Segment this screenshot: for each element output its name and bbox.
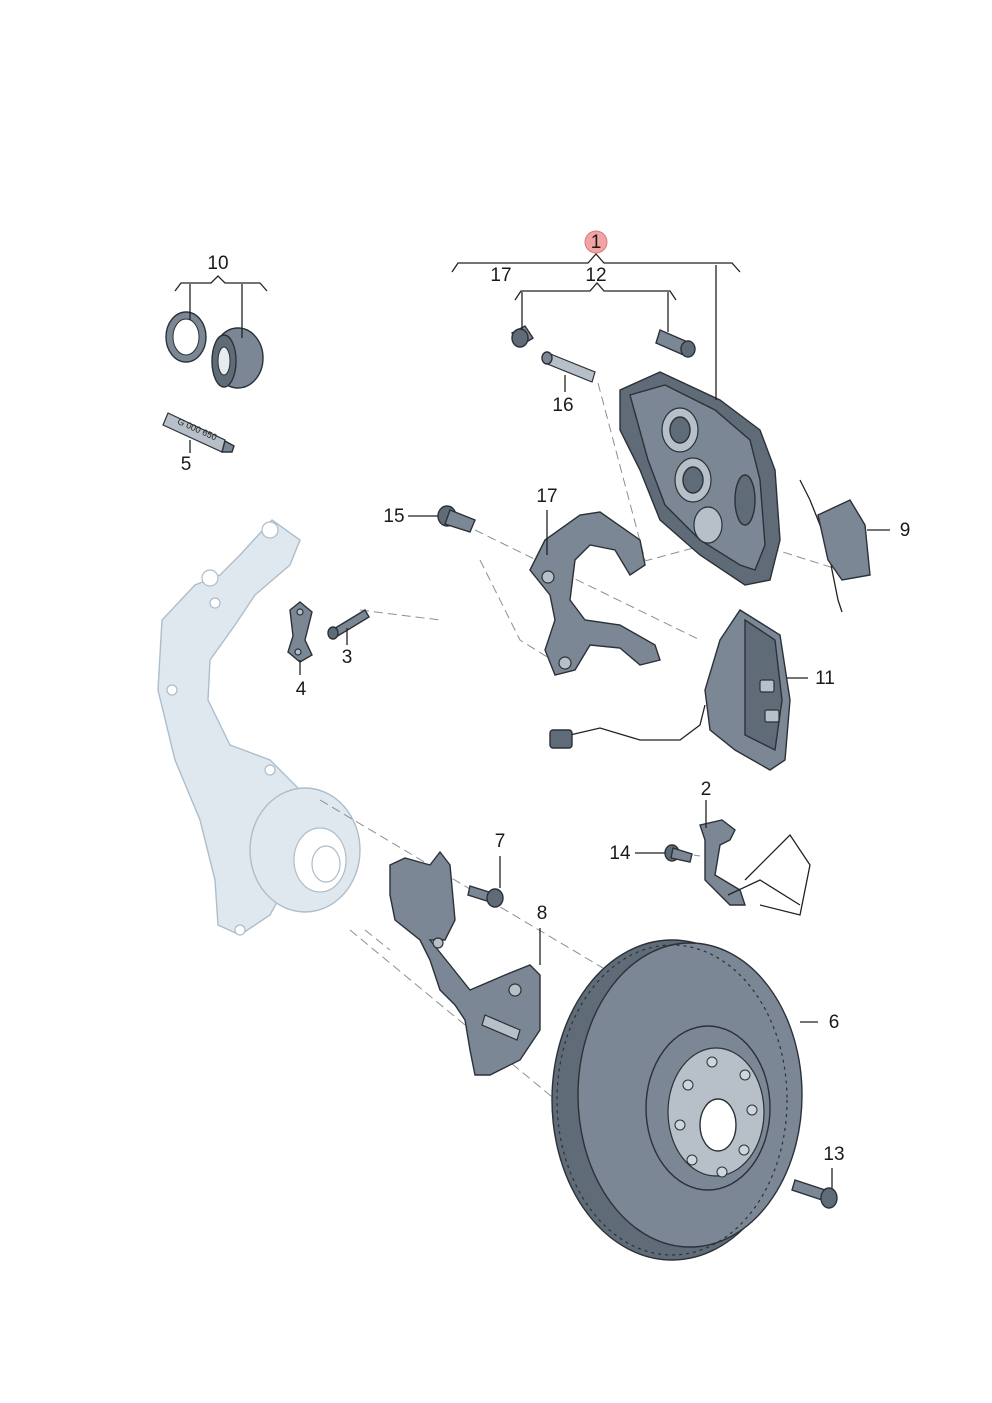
wheel-bearing-housing — [157, 519, 361, 936]
bolt-7 — [467, 885, 504, 908]
callout-11: 11 — [815, 668, 835, 689]
callout-13: 13 — [823, 1144, 844, 1165]
callout-1-highlight — [584, 230, 608, 254]
callout-3: 3 — [342, 647, 353, 668]
bleeder-cap — [287, 601, 313, 663]
wheel-bearing-set — [165, 311, 264, 389]
caliper-bushings — [511, 325, 696, 358]
callout-17-top: 17 — [490, 265, 511, 286]
caliper-bracket — [529, 511, 661, 676]
brake-pad-set — [549, 609, 791, 771]
callout-10: 10 — [207, 253, 228, 274]
callout-1: 1 — [591, 232, 602, 253]
brake-hose-bracket — [699, 819, 811, 916]
callout-15: 15 — [383, 506, 404, 527]
callout-2: 2 — [701, 779, 712, 800]
callout-16: 16 — [552, 395, 573, 416]
guide-pin — [541, 351, 596, 383]
callout-4: 4 — [296, 679, 307, 700]
callout-8: 8 — [537, 903, 548, 924]
brake-caliper — [619, 371, 781, 586]
callout-5: 5 — [181, 454, 192, 475]
brake-disc — [551, 939, 803, 1261]
bleeder-screw — [327, 609, 370, 640]
bolt-14 — [664, 844, 693, 863]
bolt-15 — [437, 505, 476, 533]
callout-17-bracket: 17 — [536, 486, 557, 507]
grease-tube: G 000 650 — [162, 412, 235, 453]
leader-lines — [174, 253, 890, 1188]
pad-retaining-spring — [799, 479, 871, 613]
callout-12: 12 — [585, 265, 606, 286]
callout-labels: 1 17 12 10 5 16 17 15 9 3 11 4 2 7 14 8 … — [181, 232, 911, 1165]
splash-shield — [389, 850, 541, 1076]
callout-7: 7 — [495, 831, 506, 852]
callout-14: 14 — [609, 843, 631, 864]
bolt-13 — [791, 1179, 838, 1209]
callout-9: 9 — [900, 520, 911, 541]
callout-6: 6 — [829, 1012, 840, 1033]
